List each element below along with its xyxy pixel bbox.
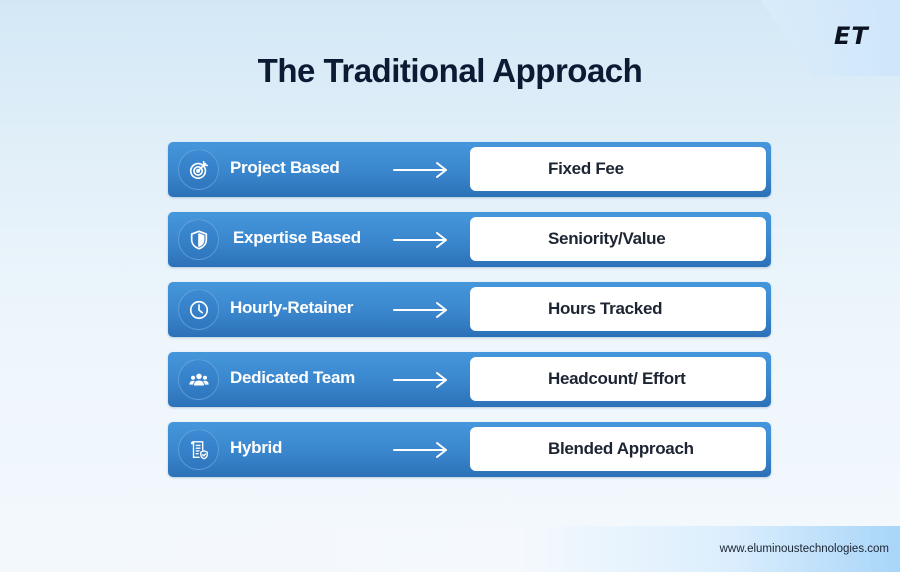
value-card: Seniority/Value <box>470 217 766 261</box>
pricing-model-list: Project Based Fixed Fee Expertise Based … <box>168 142 771 492</box>
model-row-hourly-retainer: Hourly-Retainer Hours Tracked <box>168 282 771 337</box>
model-label: Project Based <box>230 158 340 177</box>
right-arrow-icon <box>393 162 447 178</box>
value-card: Fixed Fee <box>470 147 766 191</box>
brand-logo: ET <box>834 22 869 50</box>
model-row-expertise-based: Expertise Based Seniority/Value <box>168 212 771 267</box>
value-text: Seniority/Value <box>548 229 666 248</box>
team-icon <box>178 359 219 400</box>
website-url: www.eluminoustechnologies.com <box>719 543 889 555</box>
model-row-dedicated-team: Dedicated Team Headcount/ Effort <box>168 352 771 407</box>
document-shield-icon <box>178 429 219 470</box>
value-text: Blended Approach <box>548 439 694 458</box>
value-text: Headcount/ Effort <box>548 369 686 388</box>
right-arrow-icon <box>393 302 447 318</box>
decorative-footer-band <box>50 526 900 572</box>
model-label: Hourly-Retainer <box>230 298 354 317</box>
model-label: Dedicated Team <box>230 368 355 387</box>
target-icon <box>178 149 219 190</box>
right-arrow-icon <box>393 232 447 248</box>
value-card: Blended Approach <box>470 427 766 471</box>
model-row-hybrid: Hybrid Blended Approach <box>168 422 771 477</box>
clock-icon <box>178 289 219 330</box>
value-card: Hours Tracked <box>470 287 766 331</box>
model-label: Hybrid <box>230 438 283 457</box>
value-text: Hours Tracked <box>548 299 663 318</box>
right-arrow-icon <box>393 442 447 458</box>
value-card: Headcount/ Effort <box>470 357 766 401</box>
page-title: The Traditional Approach <box>257 52 643 89</box>
right-arrow-icon <box>393 372 447 388</box>
model-row-project-based: Project Based Fixed Fee <box>168 142 771 197</box>
shield-icon <box>178 219 219 260</box>
value-text: Fixed Fee <box>548 159 624 178</box>
model-label: Expertise Based <box>233 228 361 247</box>
